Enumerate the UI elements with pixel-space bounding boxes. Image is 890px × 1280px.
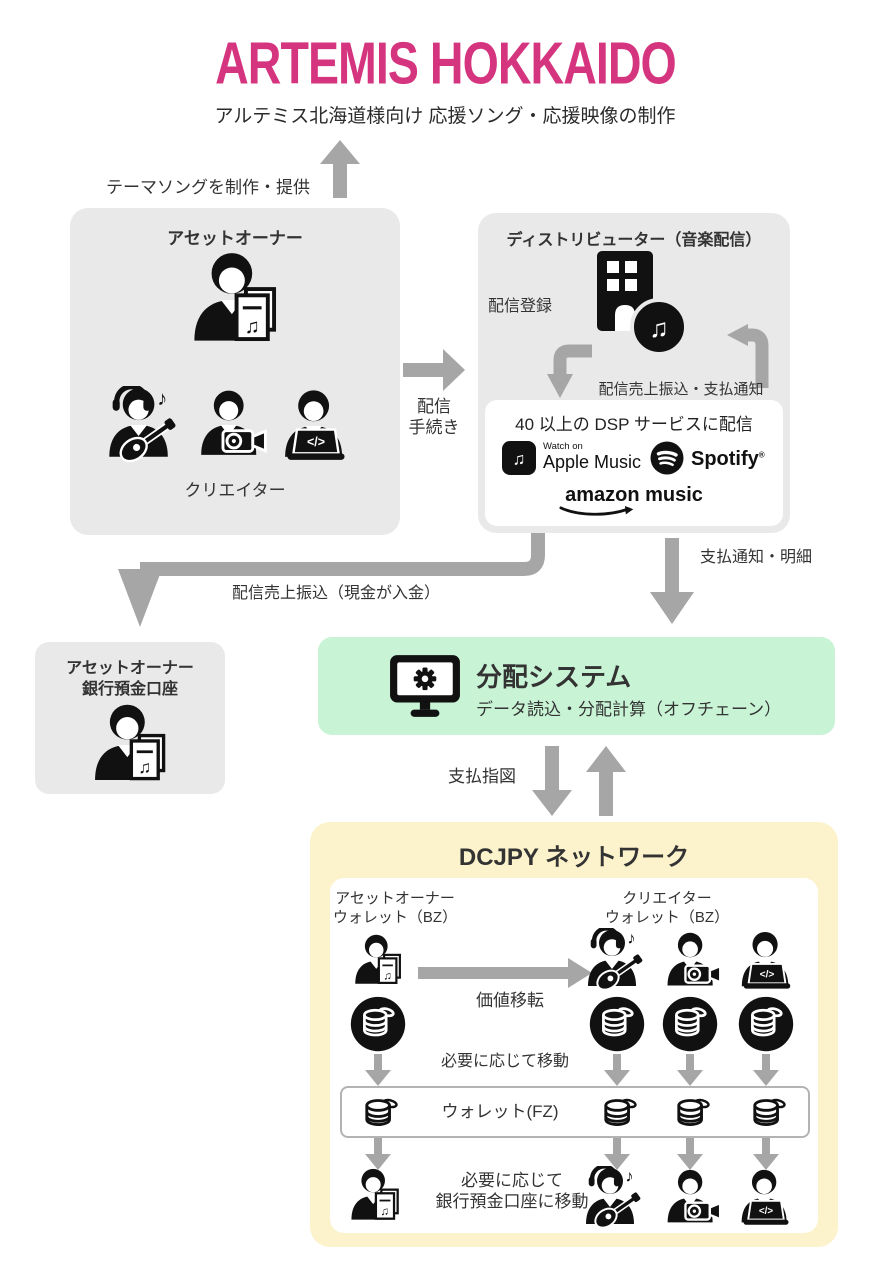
apple-music-label: Apple Music <box>543 452 642 472</box>
arrow-to-fz-3 <box>677 1054 703 1086</box>
dcjpy-inner-panel: アセットオーナー ウォレット（BZ） クリエイター ウォレット（BZ） 価値移転 <box>330 878 818 1233</box>
page-header: ARTEMIS HOKKAIDO <box>0 30 890 97</box>
bank-asset-owner-icon <box>87 702 173 788</box>
fz-coin-4 <box>748 1095 790 1131</box>
arrow-to-fz-2 <box>604 1054 630 1086</box>
dcjpy-title: DCJPY ネットワーク <box>458 844 690 871</box>
bank-box-line2: 銀行預金口座 <box>81 681 178 698</box>
wallet-videographer-icon <box>660 930 724 992</box>
wallet-coder-icon <box>734 930 800 992</box>
label-move-to-bank-l1: 必要に応じて <box>461 1171 563 1190</box>
coin-coder-icon <box>737 995 795 1053</box>
creator-wallet-l2: ウォレット（BZ） <box>604 908 730 926</box>
bank-account-box: アセットオーナー 銀行預金口座 <box>35 642 225 794</box>
arrow-value-transfer <box>418 958 592 988</box>
fz-coin-2 <box>599 1095 641 1131</box>
label-delivery-registration: 配信登録 <box>488 298 553 315</box>
asset-owner-wallet-l1: アセットオーナー <box>335 890 455 907</box>
label-payment-notice-detail: 支払通知・明細 <box>700 549 813 566</box>
bottom-videographer-icon <box>660 1168 724 1228</box>
arrow-payment-notice <box>650 538 694 624</box>
bottom-asset-owner-icon <box>346 1166 404 1226</box>
musician-icon <box>96 386 186 464</box>
arrow-theme-song-up <box>320 140 360 198</box>
arrow-delivery-registration <box>547 344 592 398</box>
dsp-box: 40 以上の DSP サービスに配信 Watch on Apple Music … <box>485 400 783 526</box>
label-move-as-needed: 必要に応じて移動 <box>440 1053 569 1070</box>
fz-coin-3 <box>672 1095 714 1131</box>
page-title: ARTEMIS HOKKAIDO <box>214 31 677 98</box>
asset-owner-title: アセットオーナー <box>167 229 303 248</box>
monitor-gear-icon <box>388 653 462 719</box>
bottom-musician-icon <box>574 1166 650 1230</box>
label-sales-transfer-cash: 配信売上振込（現金が入金） <box>232 585 441 602</box>
distribution-system-box: 分配システム データ読込・分配計算（オフチェーン） <box>318 637 835 735</box>
bank-box-line1: アセットオーナー <box>66 660 194 677</box>
label-theme-song: テーマソングを制作・提供 <box>106 178 310 197</box>
coin-videographer-icon <box>661 995 719 1053</box>
wallet-asset-owner-icon <box>350 933 406 989</box>
arrow-sales-to-distributor <box>727 324 769 388</box>
amazon-smile-icon <box>558 506 638 519</box>
apple-watch-on-label: Watch on <box>543 441 583 452</box>
creators-label: クリエイター <box>184 481 286 500</box>
coin-musician-icon <box>588 995 646 1053</box>
arrow-to-distributor <box>403 349 465 391</box>
system-title: 分配システム <box>476 662 632 692</box>
spotify-name: Spotify <box>691 448 759 470</box>
spotify-trademark: ® <box>758 450 765 460</box>
dcjpy-network-box: DCJPY ネットワーク アセットオーナー ウォレット（BZ） クリエイター ウ… <box>310 822 838 1247</box>
label-value-transfer: 価値移転 <box>476 991 544 1010</box>
creator-wallet-label: クリエイター ウォレット（BZ） <box>602 890 732 928</box>
arrow-from-fz-4 <box>753 1138 779 1170</box>
spotify-label: Spotify® <box>691 448 765 471</box>
coder-icon <box>276 388 356 464</box>
label-move-to-bank: 必要に応じて 銀行預金口座に移動 <box>422 1170 602 1213</box>
amazon-music-label: amazon music <box>565 484 703 506</box>
arrow-sales-to-bank <box>118 533 545 627</box>
arrow-to-fz-4 <box>753 1054 779 1086</box>
label-distribution-l1: 配信 <box>417 397 451 416</box>
bottom-coder-icon <box>732 1168 800 1228</box>
arrow-payment-instruction-up <box>586 746 626 816</box>
videographer-icon <box>192 388 270 462</box>
label-move-to-bank-l2: 銀行預金口座に移動 <box>435 1192 589 1212</box>
label-distribution-procedure: 配信 手続き <box>402 396 466 439</box>
wallet-musician-icon <box>576 928 652 992</box>
page-subtitle: アルテミス北海道様向け 応援ソング・応援映像の制作 <box>214 106 676 127</box>
arrow-from-fz-1 <box>365 1138 391 1170</box>
fz-wallet-box: ウォレット(FZ) <box>340 1086 810 1138</box>
asset-owner-box: アセットオーナー クリエイター <box>70 208 400 535</box>
label-sales-transfer-notice: 配信売上振込・支払通知 <box>598 381 764 398</box>
asset-owner-wallet-l2: ウォレット（BZ） <box>332 908 458 926</box>
building-music-icon <box>581 251 691 356</box>
distributor-title: ディストリビューター（音楽配信） <box>506 232 762 249</box>
distributor-box: ディストリビューター（音楽配信） 配信登録 配信売上振込・支払通知 40 以上の… <box>478 213 790 533</box>
arrow-from-fz-3 <box>677 1138 703 1170</box>
label-payment-instruction: 支払指図 <box>448 767 516 786</box>
label-distribution-l2: 手続き <box>408 418 460 438</box>
dsp-heading: 40 以上の DSP サービスに配信 <box>515 415 753 434</box>
asset-owner-wallet-label: アセットオーナー ウォレット（BZ） <box>330 890 460 928</box>
arrow-payment-instruction-down <box>532 746 572 816</box>
coin-asset-owner-icon <box>349 995 407 1053</box>
spotify-icon <box>649 440 685 476</box>
arrow-to-fz-1 <box>365 1054 391 1086</box>
system-subtitle: データ読込・分配計算（オフチェーン） <box>476 700 782 719</box>
arrow-from-fz-2 <box>604 1138 630 1170</box>
creator-wallet-l1: クリエイター <box>622 890 712 907</box>
fz-wallet-label: ウォレット(FZ) <box>441 1102 559 1121</box>
asset-owner-icon <box>185 250 285 350</box>
apple-music-icon <box>501 440 537 476</box>
fz-coin-1 <box>360 1095 402 1131</box>
